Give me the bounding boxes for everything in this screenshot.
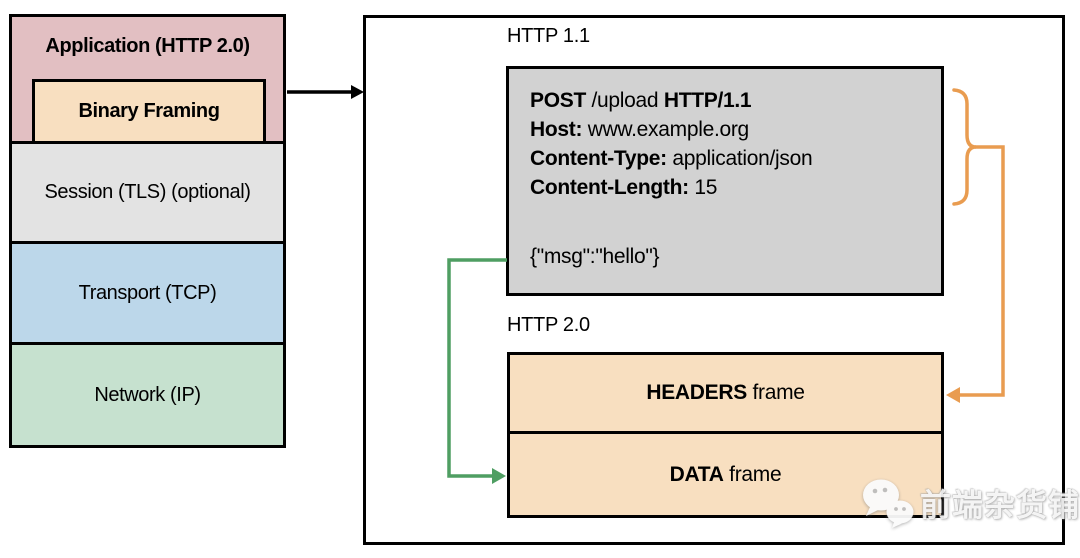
layer-transport: Transport (TCP) <box>9 241 286 345</box>
stack-to-panel-arrow <box>287 85 364 99</box>
layer-transport-label: Transport (TCP) <box>78 281 217 304</box>
host-header-key: Host: <box>530 118 583 141</box>
layer-binary-framing: Binary Framing <box>32 79 266 144</box>
headers-frame-box: HEADERS frame <box>507 352 944 434</box>
content-type-value: application/json <box>666 147 813 170</box>
data-frame-suffix: frame <box>723 462 782 486</box>
request-body: {"msg":"hello"} <box>530 245 660 268</box>
layer-session-label: Session (TLS) (optional) <box>44 181 251 203</box>
request-line-content-length: Content-Length: 15 <box>530 173 941 202</box>
host-header-value: www.example.org <box>582 118 750 141</box>
headers-frame-suffix: frame <box>746 381 805 404</box>
wechat-icon <box>863 479 914 528</box>
request-line-start: POST /upload HTTP/1.1 <box>530 86 941 115</box>
layer-application-label: Application (HTTP 2.0) <box>45 35 250 57</box>
watermark-text: 前端杂货铺 <box>920 487 1080 523</box>
request-version: HTTP/1.1 <box>663 89 752 112</box>
headers-frame-name: HEADERS <box>646 381 747 404</box>
layer-session: Session (TLS) (optional) <box>9 141 286 244</box>
content-type-key: Content-Type: <box>530 147 667 170</box>
request-path: /upload <box>585 89 664 112</box>
request-method: POST <box>530 89 586 112</box>
layer-binary-framing-label: Binary Framing <box>78 100 220 122</box>
watermark: 前端杂货铺 <box>856 476 1080 528</box>
http11-label: HTTP 1.1 <box>507 25 590 47</box>
data-frame-label: DATA frame <box>670 463 782 487</box>
layer-network: Network (IP) <box>9 342 286 448</box>
data-frame-name: DATA <box>669 462 724 486</box>
http2-label: HTTP 2.0 <box>507 314 590 336</box>
layer-network-label: Network (IP) <box>94 383 201 406</box>
request-line-host: Host: www.example.org <box>530 115 941 144</box>
content-length-value: 15 <box>688 176 718 199</box>
request-line-content-type: Content-Type: application/json <box>530 144 941 173</box>
http11-request-box: POST /upload HTTP/1.1 Host: www.example.… <box>506 66 944 296</box>
headers-frame-label: HEADERS frame <box>646 381 805 405</box>
content-length-key: Content-Length: <box>530 176 689 199</box>
